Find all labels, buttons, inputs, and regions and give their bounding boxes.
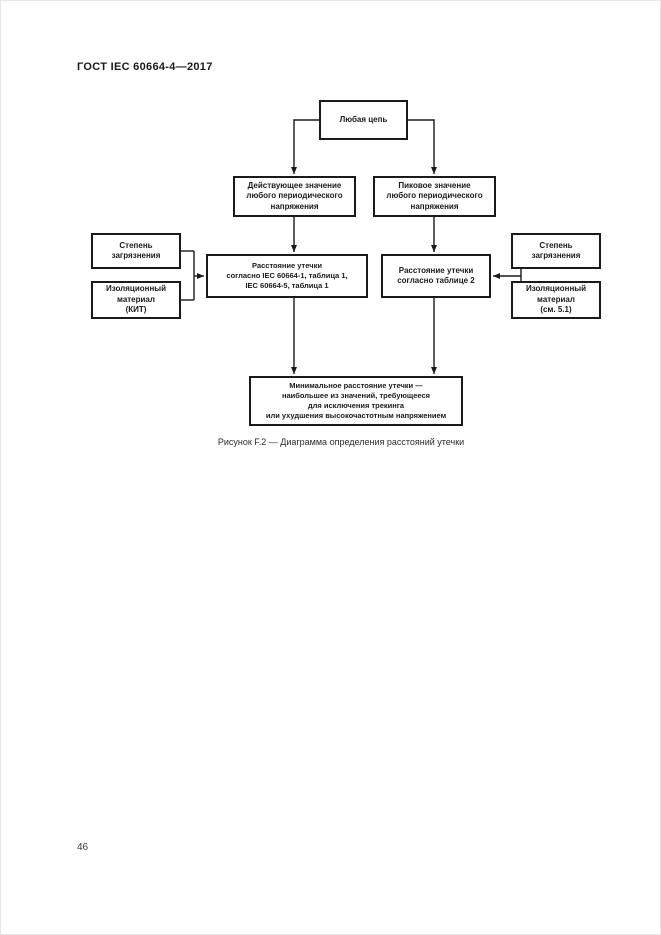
document-header: ГОСТ IEC 60664-4—2017 <box>77 61 213 73</box>
flowchart-box-pollution-degree-right: Степень загрязнения <box>511 233 601 269</box>
flowchart-box-insulation-material-right: Изоляционный материал (см. 5.1) <box>511 281 601 319</box>
flowchart-box-creepage-table2: Расстояние утечки согласно таблице 2 <box>381 254 491 298</box>
flowchart-box-pollution-degree-left: Степень загрязнения <box>91 233 181 269</box>
flowchart-box-creepage-iec-tables: Расстояние утечки согласно IEC 60664-1, … <box>206 254 368 298</box>
page-number: 46 <box>77 842 89 853</box>
flowchart-box-any-circuit: Любая цепь <box>319 100 408 140</box>
flowchart-box-peak-value: Пиковое значение любого периодического н… <box>373 176 496 217</box>
flowchart-box-insulation-material-left: Изоляционный материал (КИТ) <box>91 281 181 319</box>
flowchart-box-rms-value: Действующее значение любого периодическо… <box>233 176 356 217</box>
figure-caption: Рисунок F.2 — Диаграмма определения расс… <box>217 437 465 447</box>
flowchart-box-minimum-creepage: Минимальное расстояние утечки — наибольш… <box>249 376 463 426</box>
